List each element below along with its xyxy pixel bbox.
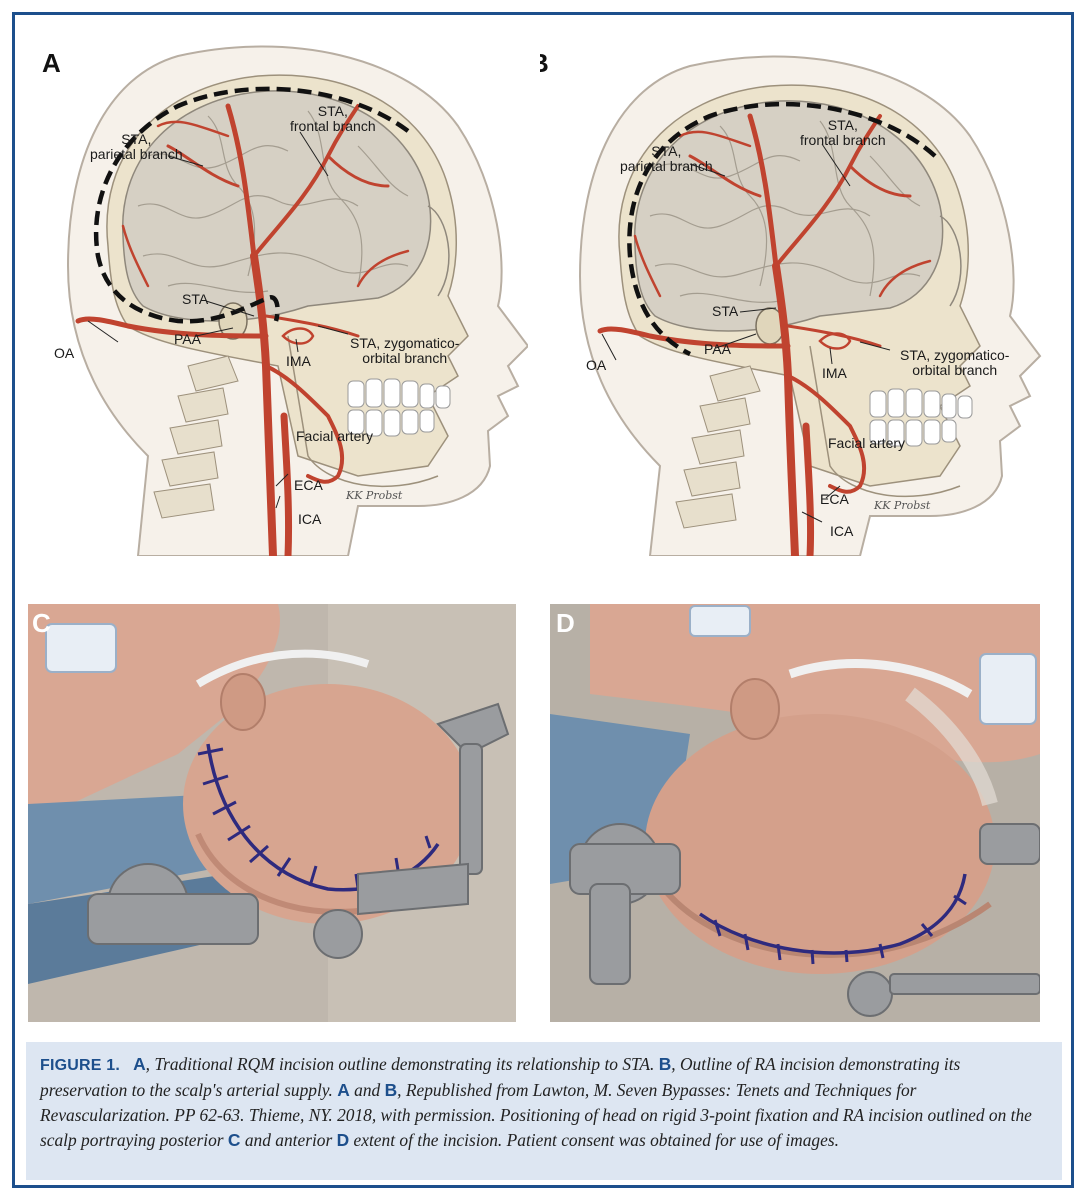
caption-body: A, Traditional RQM incision outline demo… <box>40 1054 1032 1150</box>
label-sta-zygomatico: STA, zygomatico- orbital branch <box>350 335 460 366</box>
panel-b-illustration <box>578 55 1042 556</box>
label-ima: IMA <box>822 365 847 381</box>
label-oa: OA <box>54 345 75 361</box>
caption-text: , Traditional RQM incision outline demon… <box>145 1054 659 1074</box>
caption-panel-ref: C <box>227 1130 241 1150</box>
caption-panel-ref: A <box>337 1080 350 1100</box>
panel-a-illustration <box>66 45 528 556</box>
caption-text: , Republished from Lawton, M. Seven Bypa… <box>40 1080 1032 1150</box>
label-sta-parietal: STA, parietal branch <box>620 143 713 174</box>
label-paa: PAA <box>704 341 731 357</box>
panel-d-illustration <box>550 604 1040 1022</box>
label-sta-parietal: STA, parietal branch <box>90 131 183 162</box>
caption-text: extent of the incision. Patient consent … <box>349 1130 839 1150</box>
panel-b-letter: B <box>540 48 549 79</box>
label-facial-artery: Facial artery <box>828 435 906 451</box>
panel-c-letter: C <box>32 608 51 638</box>
panel-d-photo: D <box>550 604 1040 1022</box>
label-ica: ICA <box>298 511 322 527</box>
caption-panel-ref: B <box>658 1054 672 1074</box>
panel-d-letter: D <box>556 608 575 638</box>
artist-signature: KK Probst <box>874 499 931 512</box>
panel-a-letter: A <box>42 48 61 78</box>
caption-text: and <box>349 1080 385 1100</box>
caption-text: and anterior <box>240 1130 337 1150</box>
panel-c-illustration <box>28 604 516 1022</box>
label-oa: OA <box>586 357 607 373</box>
label-sta-zygomatico: STA, zygomatico- orbital branch <box>900 347 1010 378</box>
figure-caption: FIGURE 1. A, Traditional RQM incision ou… <box>26 1042 1062 1180</box>
label-paa: PAA <box>174 331 201 347</box>
caption-text: , Outline of RA incision demonstrating i… <box>40 1054 961 1100</box>
panel-c-photo: C <box>28 604 516 1022</box>
caption-panel-ref: B <box>384 1080 398 1100</box>
label-ima: IMA <box>286 353 311 369</box>
label-sta: STA <box>712 303 739 319</box>
panel-b: B STA, frontal branch STA, parietal bran… <box>540 36 1060 556</box>
label-facial-artery: Facial artery <box>296 428 374 444</box>
label-sta-frontal: STA, frontal branch <box>800 117 886 148</box>
label-eca: ECA <box>294 477 323 493</box>
artist-signature: KK Probst <box>346 489 403 502</box>
figure-label: FIGURE 1. <box>40 1057 121 1074</box>
label-sta: STA <box>182 291 209 307</box>
label-sta-frontal: STA, frontal branch <box>290 103 376 134</box>
panel-a: A STA, frontal branch STA, parietal bran… <box>28 36 528 556</box>
label-ica: ICA <box>830 523 854 539</box>
label-eca: ECA <box>820 491 849 507</box>
caption-panel-ref: D <box>336 1130 350 1150</box>
caption-panel-ref: A <box>133 1054 146 1074</box>
